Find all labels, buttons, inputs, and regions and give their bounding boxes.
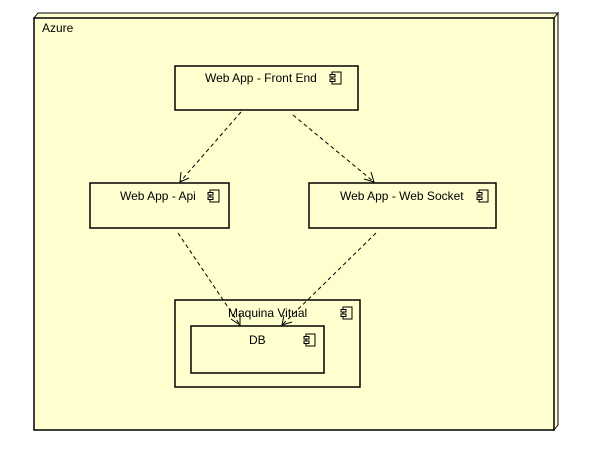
azure-node-label: Azure	[42, 21, 74, 35]
api-component[interactable]: Web App - Api	[89, 182, 230, 229]
arrow-head-icon	[230, 314, 241, 326]
web-socket-label: Web App - Web Socket	[340, 189, 464, 203]
front-end-component[interactable]: Web App - Front End	[174, 65, 359, 111]
dependency-web-socket-to-vm[interactable]	[281, 232, 377, 326]
front-end-label: Web App - Front End	[205, 71, 317, 85]
web-socket-box	[308, 182, 497, 229]
db-box	[190, 325, 325, 374]
front-end-box	[174, 65, 359, 111]
api-box	[89, 182, 230, 229]
db-component[interactable]: DB	[190, 325, 325, 374]
dependency-front-end-to-api[interactable]	[179, 111, 242, 183]
dependency-api-to-vm[interactable]	[177, 232, 241, 326]
arrow-head-icon	[281, 314, 293, 326]
vm-component[interactable]: Maquina Vitual DB	[174, 299, 361, 388]
dependency-front-end-to-web-socket[interactable]	[292, 114, 375, 183]
arrow-head-icon	[179, 171, 190, 183]
web-socket-component[interactable]: Web App - Web Socket	[308, 182, 497, 229]
api-label: Web App - Api	[120, 189, 196, 203]
vm-label: Maquina Vitual	[228, 306, 307, 320]
db-label: DB	[249, 333, 266, 347]
dependency-arrows	[177, 111, 377, 326]
arrow-head-icon	[363, 171, 375, 183]
